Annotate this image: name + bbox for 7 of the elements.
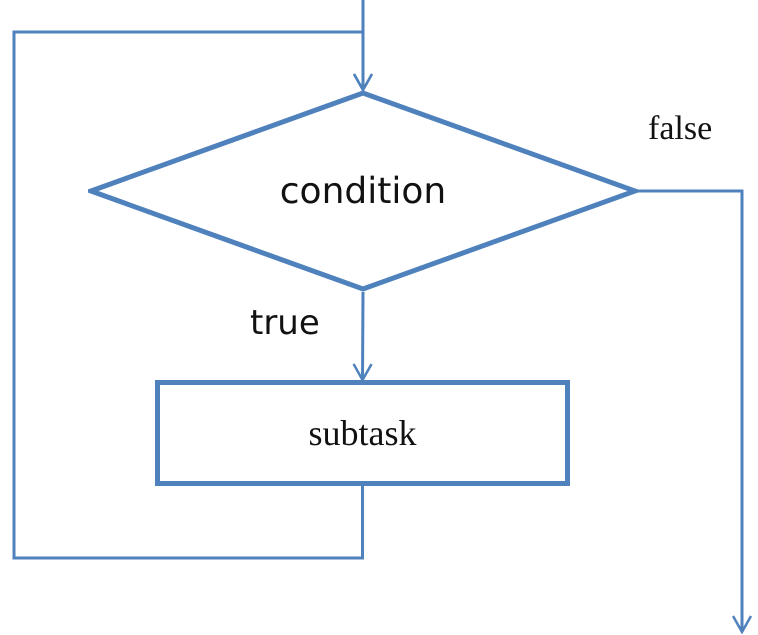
arrow	[352, 292, 373, 382]
node-label: condition	[280, 170, 446, 212]
process-box	[155, 380, 570, 486]
node-label: subtask	[308, 412, 416, 454]
arrow	[638, 190, 752, 634]
decision-diamond	[88, 90, 638, 292]
arrow	[12, 30, 374, 560]
